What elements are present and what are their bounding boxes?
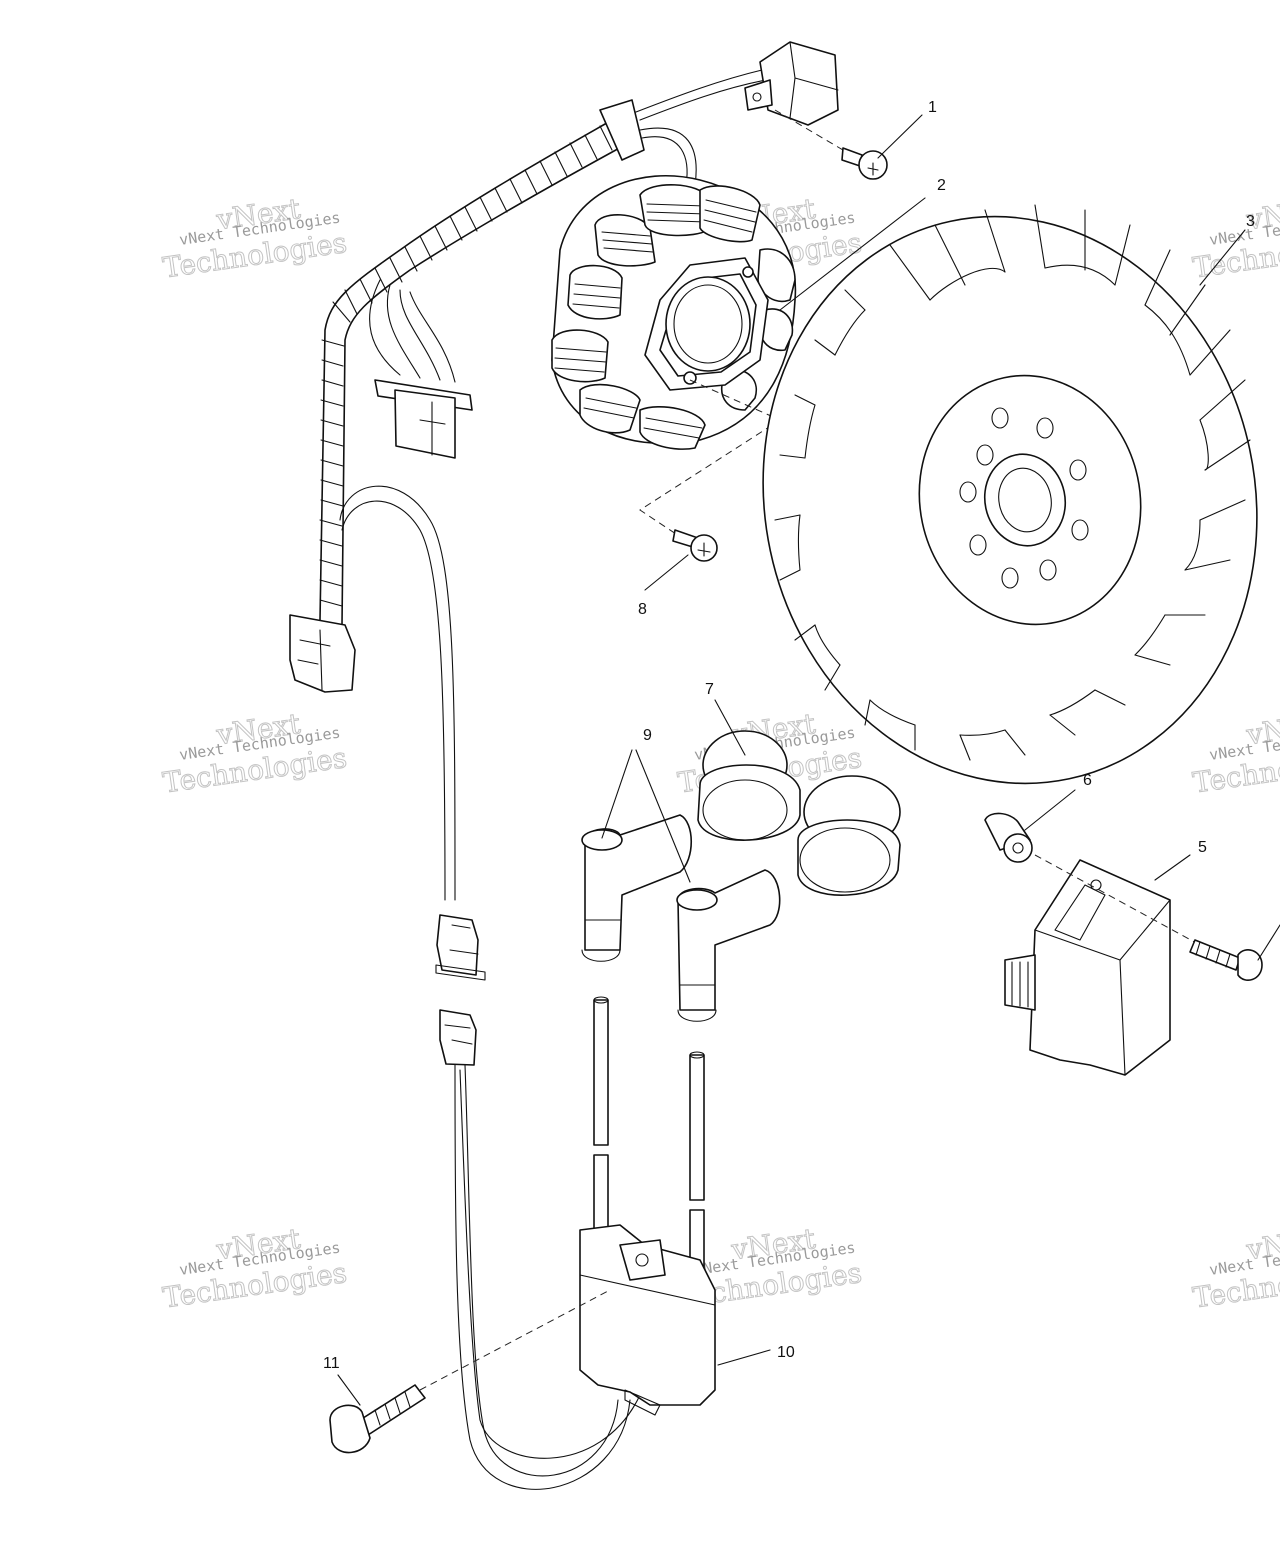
bushing-item-6 [984,812,1201,946]
callout-labels: 1 2 3 5 6 7 8 9 10 11 [323,99,1255,1372]
ignition-wire-connectors [435,914,641,1490]
callout-11: 11 [323,1355,340,1372]
leader-line-6 [1024,789,1076,831]
harness-plug-top [744,41,839,126]
leader-line-10 [717,1349,771,1366]
watermark-4: vNext vNext Technologies Technologies [160,706,349,799]
watermark-9: vNext vNext Technologies Technologies [1190,1221,1280,1314]
leader-line-2 [779,197,926,311]
callout-6: 6 [1083,772,1092,789]
harness-clip [599,99,645,161]
watermark-6: vNext vNext Technologies Technologies [1190,706,1280,799]
leader-line-3 [1199,229,1246,286]
screw-item-8 [672,529,718,562]
spark-plug-caps-item-9 [581,814,781,1022]
harness-tape-wrap [319,125,613,607]
regulator-module-item-5 [1004,859,1171,1076]
stator-coils [551,184,796,450]
wiring-harness [319,69,767,901]
callout-9: 9 [643,727,652,744]
seal-grommets-item-7 [697,730,901,896]
flywheel-bolt-holes [959,407,1089,589]
watermark-7: vNext vNext Technologies Technologies [160,1221,349,1314]
stator-assembly [551,175,797,551]
harness-connector-middle [374,379,473,459]
leader-lines [337,114,1246,1406]
harness-connector-lower [289,614,356,693]
leader-line-11 [337,1374,361,1406]
leader-line-5 [1154,854,1191,881]
screw-item-1 [774,109,888,180]
callout-2: 2 [937,177,946,194]
leader-line-7 [714,699,746,756]
flywheel-assembly [762,204,1258,785]
bolt-item-4 [1189,924,1280,981]
flywheel-fan-blades [774,204,1251,761]
ignition-coil-item-10 [579,996,716,1416]
leader-line-9 [601,749,691,883]
bolt-item-11 [329,1289,611,1454]
callout-5: 5 [1198,839,1207,856]
watermark-1: vNext vNext Technologies Technologies [160,191,349,284]
callout-3: 3 [1246,213,1255,230]
watermark-3: vNext vNext Technologies Technologies [1190,191,1280,284]
leader-line-8 [644,554,689,591]
callout-10: 10 [777,1344,795,1361]
callout-8: 8 [638,601,647,618]
leader-line-1 [877,114,923,159]
callout-7: 7 [705,681,714,698]
callout-1: 1 [928,99,937,116]
